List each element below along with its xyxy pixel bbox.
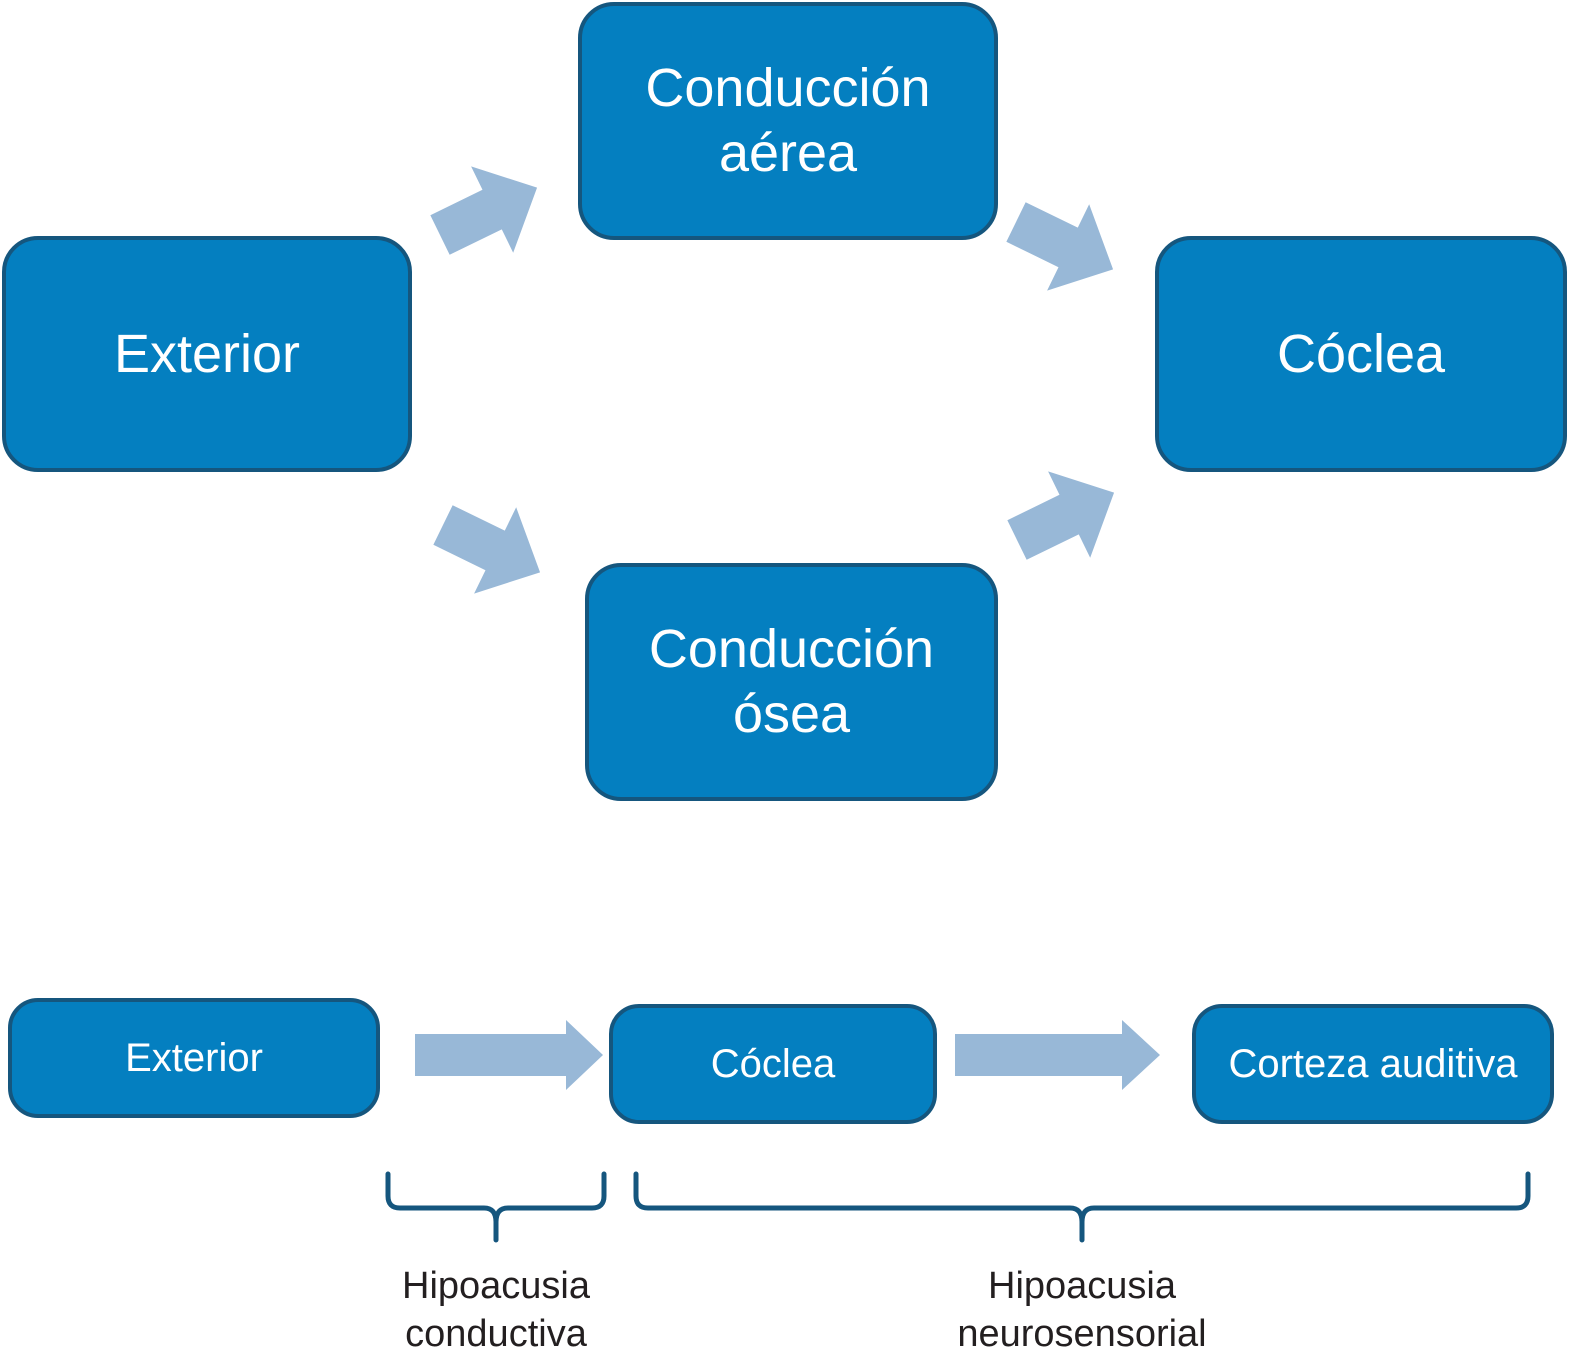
conductive-caption-line1: Hipoacusia	[402, 1265, 590, 1307]
exterior-box-bottom: Exterior	[8, 998, 380, 1118]
cochlea-bottom-label: Cóclea	[710, 1042, 836, 1086]
bracket-sensorineural	[633, 1171, 1531, 1243]
exterior-label: Exterior	[113, 323, 301, 384]
exterior-box: Exterior	[2, 236, 412, 472]
arrow-exterior-to-air-conduction	[430, 166, 538, 255]
bone-conduction-label-line2: ósea	[732, 684, 851, 744]
air-conduction-box: Conducción aérea	[578, 2, 998, 240]
conductive-hearing-loss-caption: Hipoacusia conductiva	[316, 1262, 676, 1359]
cochlea-box-bottom: Cóclea	[609, 1004, 937, 1124]
sensorineural-caption-line1: Hipoacusia	[988, 1265, 1176, 1307]
conductive-caption-line2: conductiva	[405, 1313, 587, 1356]
air-conduction-label-line2: aérea	[718, 123, 858, 183]
air-conduction-label-line1: Conducción	[645, 58, 931, 119]
arrow-air-conduction-to-cochlea	[1006, 202, 1114, 291]
sensorineural-caption-line2: neurosensorial	[957, 1313, 1207, 1356]
auditory-cortex-box: Corteza auditiva	[1192, 1004, 1554, 1124]
bone-conduction-label-line1: Conducción	[648, 619, 935, 680]
sensorineural-hearing-loss-caption: Hipoacusia neurosensorial	[902, 1262, 1262, 1359]
cochlea-box: Cóclea	[1155, 236, 1567, 472]
auditory-cortex-label: Corteza auditiva	[1228, 1042, 1518, 1086]
arrow-exterior-to-bone-conduction	[433, 505, 541, 594]
arrow-bone-conduction-to-cochlea	[1007, 471, 1115, 560]
arrow-cochlea-to-cortex	[955, 1020, 1160, 1090]
cochlea-label: Cóclea	[1276, 323, 1446, 384]
arrow-exterior-to-cochlea	[415, 1020, 603, 1090]
bracket-conductive	[385, 1171, 607, 1243]
bone-conduction-box: Conducción ósea	[585, 563, 998, 801]
exterior-bottom-label: Exterior	[125, 1036, 263, 1080]
